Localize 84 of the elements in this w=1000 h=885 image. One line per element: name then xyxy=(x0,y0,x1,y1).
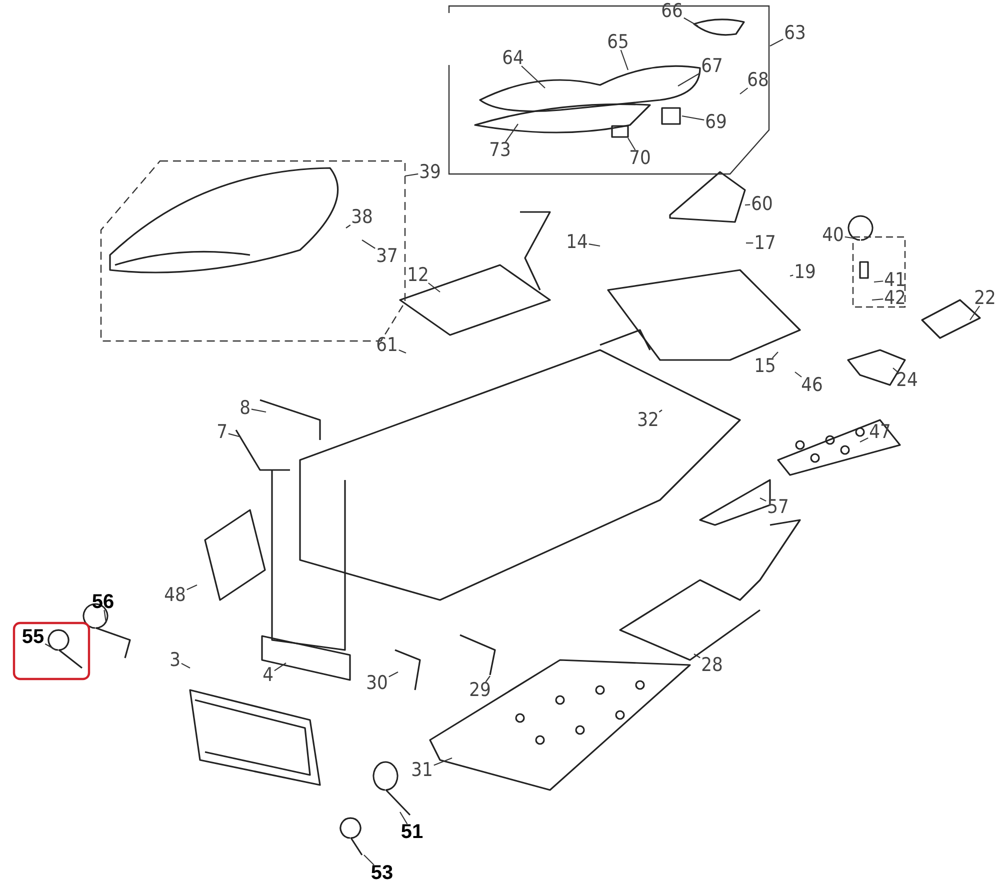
leader-line xyxy=(628,138,636,150)
callout-number: 32 xyxy=(637,410,659,430)
leader-line xyxy=(860,437,868,442)
leader-line xyxy=(658,410,662,412)
leader-line xyxy=(844,236,852,239)
leader-line xyxy=(588,244,600,247)
leader-line xyxy=(505,124,518,142)
callout-number: 22 xyxy=(974,288,996,308)
callout-number: 31 xyxy=(411,760,433,780)
leader-line xyxy=(388,672,398,678)
callout-number: 24 xyxy=(896,370,918,390)
callout-number: 55 xyxy=(22,627,44,647)
callout-number: 61 xyxy=(376,335,398,355)
callout-number: 70 xyxy=(629,148,651,168)
leader-line xyxy=(521,66,546,88)
leader-line xyxy=(398,350,406,354)
leader-line xyxy=(772,352,778,358)
callout-number: 37 xyxy=(376,246,398,266)
callout-number: 69 xyxy=(705,112,727,132)
callout-number: 42 xyxy=(884,288,906,308)
leader-line xyxy=(428,282,440,292)
callout-number: 4 xyxy=(262,665,274,685)
leader-line xyxy=(794,372,802,378)
leader-line xyxy=(181,662,190,668)
callout-number: 57 xyxy=(767,497,789,517)
leader-line xyxy=(872,298,884,301)
leader-line xyxy=(44,643,56,650)
leader-line xyxy=(186,584,198,590)
callout-number: 53 xyxy=(370,863,394,883)
callout-number: 39 xyxy=(419,162,441,182)
leader-line xyxy=(434,757,452,766)
callout-number: 41 xyxy=(884,270,906,290)
callout-number: 12 xyxy=(407,265,429,285)
callout-number: 65 xyxy=(607,32,629,52)
leader-line xyxy=(682,115,704,120)
callout-number: 47 xyxy=(869,422,891,442)
leader-line xyxy=(874,280,884,283)
callout-number: 29 xyxy=(469,680,491,700)
leader-line xyxy=(400,812,408,824)
callout-number: 40 xyxy=(822,225,844,245)
callout-number: 46 xyxy=(801,375,823,395)
leader-line xyxy=(228,433,242,438)
leader-line xyxy=(346,224,351,228)
callout-number: 48 xyxy=(164,585,186,605)
leader-line xyxy=(746,242,754,244)
callout-number: 17 xyxy=(754,233,776,253)
callout-number: 66 xyxy=(661,1,683,21)
leader-line xyxy=(970,306,980,320)
leader-line xyxy=(790,274,794,277)
leader-line xyxy=(892,368,898,372)
leader-line xyxy=(740,88,748,94)
callout-number: 68 xyxy=(747,70,769,90)
leader-line xyxy=(485,676,490,682)
callout-number: 60 xyxy=(751,194,773,214)
leader-line xyxy=(678,72,700,86)
leader-line xyxy=(620,50,629,70)
callout-number: 14 xyxy=(566,232,588,252)
callout-number: 64 xyxy=(502,48,524,68)
leader-line xyxy=(274,662,286,672)
leader-line xyxy=(760,498,766,502)
leader-line xyxy=(404,173,418,177)
leader-line xyxy=(251,408,266,413)
leader-line xyxy=(744,204,750,206)
callout-number: 73 xyxy=(489,140,511,160)
callout-number: 15 xyxy=(754,356,776,376)
callout-number: 51 xyxy=(400,822,424,842)
leader-line xyxy=(770,38,784,46)
leader-line xyxy=(684,17,698,26)
callout-number: 38 xyxy=(351,207,373,227)
callout-number: 28 xyxy=(701,655,723,675)
callout-number: 56 xyxy=(92,592,114,612)
callout-number: 63 xyxy=(784,23,806,43)
callout-number: 3 xyxy=(170,650,180,670)
leader-line xyxy=(364,854,374,866)
highlight-frame xyxy=(12,622,90,680)
callout-number: 7 xyxy=(216,422,228,442)
leader-line xyxy=(104,610,107,622)
leader-line xyxy=(362,240,376,249)
leader-line xyxy=(694,654,700,658)
callout-number: 19 xyxy=(794,262,816,282)
callout-number: 67 xyxy=(701,56,723,76)
callout-number: 8 xyxy=(240,398,250,418)
dashed-group-frame xyxy=(852,236,906,308)
callout-number: 30 xyxy=(366,673,388,693)
